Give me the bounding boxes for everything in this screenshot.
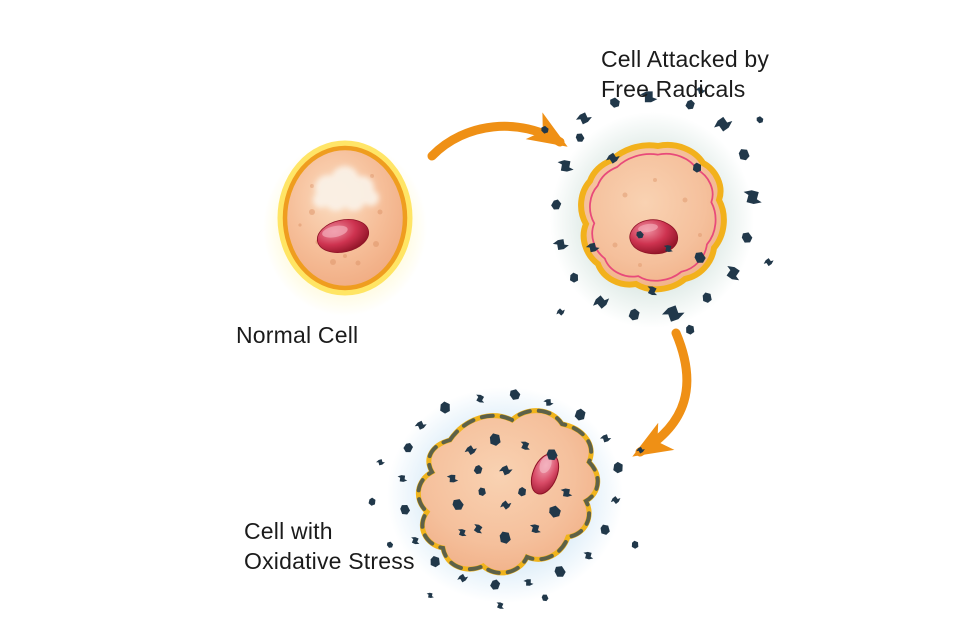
normal-cell-label-line1: Normal Cell [236, 322, 359, 348]
attacked-cell-body [581, 145, 724, 289]
normal-cell-cloud-organelle [313, 166, 379, 211]
attacked-cell-cytoplasm-dots [612, 178, 702, 267]
arrow-normal-to-attacked [427, 112, 568, 161]
stressed-cell-illustration [367, 387, 646, 611]
attacked-cell-nucleus [629, 219, 679, 255]
normal-cell-illustration [263, 140, 427, 316]
normal-cell-nucleus [316, 219, 370, 253]
normal-cell-body [282, 145, 408, 291]
attacked-cell-label-line1: Cell Attacked by [601, 46, 770, 72]
attacked-cell-label-line2: Free Radicals [601, 76, 746, 102]
attacked-cell-label: Cell Attacked by Free Radicals [601, 44, 769, 104]
normal-cell-halo [277, 140, 413, 296]
attacked-cell-illustration [541, 84, 774, 337]
normal-cell-label: Normal Cell [236, 320, 358, 350]
normal-cell-cytoplasm-dots [298, 174, 383, 266]
stressed-cell-label-line2: Oxidative Stress [244, 548, 415, 574]
stressed-cell-label-line1: Cell with [244, 518, 333, 544]
stressed-cell-nucleus [530, 453, 560, 495]
arrow-attacked-to-stressed [632, 328, 692, 457]
stressed-cell-label: Cell with Oxidative Stress [244, 516, 415, 576]
